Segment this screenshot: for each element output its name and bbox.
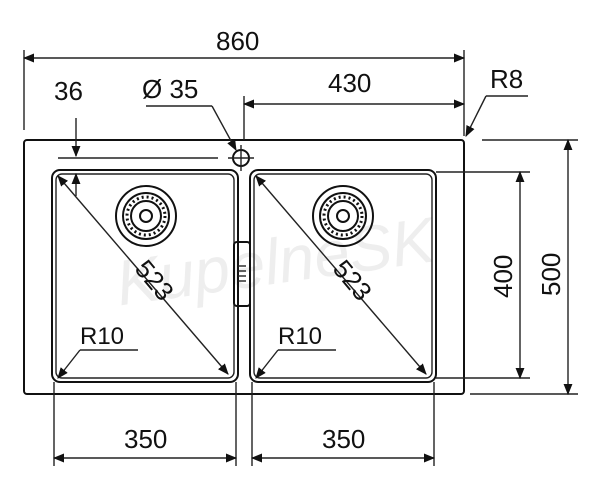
right-radius-leader (255, 349, 279, 379)
left-diagonal-dimension (57, 175, 229, 375)
offset-label: 36 (54, 76, 83, 106)
right-diagonal-dimension (255, 175, 427, 375)
left-bowl-width-label: 350 (124, 424, 167, 454)
half-width-label: 430 (328, 68, 371, 98)
right-bowl-width-label: 350 (322, 424, 365, 454)
bowl-height-label: 400 (488, 255, 518, 298)
hole-diameter-leader (211, 105, 237, 151)
right-bowl-inner (253, 173, 433, 379)
overall-width-label: 860 (216, 26, 259, 56)
outer-radius-leader (465, 95, 487, 138)
outer-radius-label: R8 (490, 64, 523, 94)
overflow-slot (233, 241, 251, 307)
left-radius-label: R10 (80, 323, 124, 350)
overall-height-label: 500 (536, 253, 566, 296)
left-drain-icon (115, 185, 177, 247)
right-radius-label: R10 (278, 323, 322, 350)
left-radius-leader (57, 349, 81, 379)
hole-diameter-label: Ø 35 (142, 74, 198, 104)
